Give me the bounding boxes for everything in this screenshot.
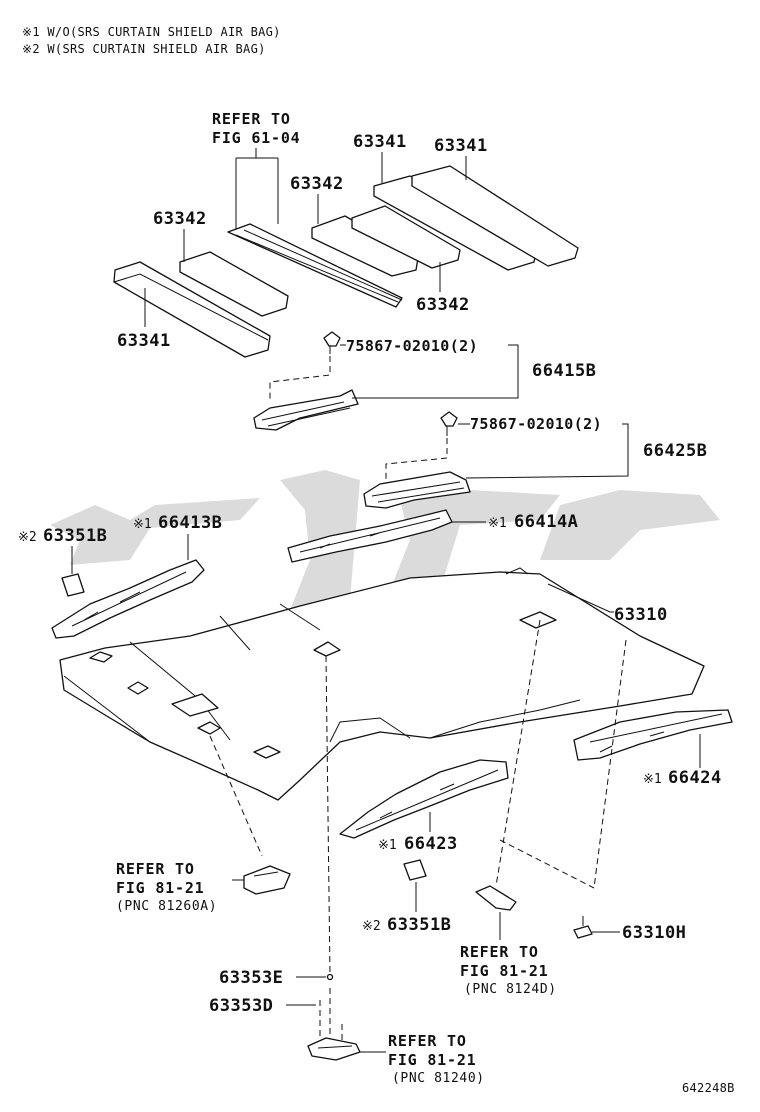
- roof-rail-strip: [227, 223, 403, 308]
- ref-mid-line3: (PNC 8124D): [464, 982, 557, 997]
- note-1: ※1 W/O(SRS CURTAIN SHIELD AIR BAG): [22, 25, 281, 39]
- headliner-63310: [59, 567, 705, 801]
- bracket-66423: [339, 759, 509, 839]
- clip-63310h: [573, 916, 593, 939]
- label-63353e: 63353E: [219, 968, 283, 988]
- label-66414a: 66414A: [514, 512, 578, 532]
- ref-mid-line1: REFER TO: [460, 943, 539, 961]
- label-clip-b: 75867-02010(2): [470, 415, 602, 433]
- silencer-pad-63342-mid: [311, 215, 419, 277]
- label-63342-b: 63342: [153, 209, 207, 229]
- leader-66415b: [352, 344, 519, 399]
- label-63351b-a: 63351B: [43, 526, 107, 546]
- label-66425b: 66425B: [643, 441, 707, 461]
- label-63342-a: 63342: [290, 174, 344, 194]
- leader-63310: [547, 583, 614, 613]
- label-66424-mark: ※1: [643, 772, 662, 787]
- label-63353d: 63353D: [209, 996, 273, 1016]
- ref-left-line1: REFER TO: [116, 860, 195, 878]
- dash-clip-b: [385, 438, 448, 480]
- dash-clip-a: [269, 356, 331, 400]
- ref-bottom-line2: FIG 81-21: [388, 1051, 476, 1069]
- dome-lamp-left: [243, 865, 291, 895]
- label-63341-a: 63341: [353, 132, 407, 152]
- note-2: ※2 W(SRS CURTAIN SHIELD AIR BAG): [22, 42, 266, 56]
- bracket-66413b: [51, 559, 205, 639]
- label-66424: 66424: [668, 768, 722, 788]
- label-66413b-mark: ※1: [133, 517, 152, 532]
- leader-66425b: [465, 423, 629, 479]
- label-63341-c: 63341: [117, 331, 171, 351]
- dash-clip-63310h-b: [499, 839, 595, 889]
- label-63310h: 63310H: [622, 923, 686, 943]
- map-lamp-mid: [475, 885, 517, 911]
- label-66414a-mark: ※1: [488, 516, 507, 531]
- silencer-pad-63341-mid: [373, 175, 537, 271]
- bracket-66424: [573, 709, 733, 761]
- ref-left-line2: FIG 81-21: [116, 879, 204, 897]
- ref-left-line3: (PNC 81260A): [116, 899, 217, 914]
- clip-75867-b: [440, 411, 458, 436]
- label-66423-mark: ※1: [378, 838, 397, 853]
- diagram-id: 642248B: [682, 1081, 735, 1095]
- dash-clip-63310h: [593, 639, 627, 889]
- ref-bottom-line1: REFER TO: [388, 1032, 467, 1050]
- label-63351b-b-mark: ※2: [362, 919, 381, 934]
- refer-fig-61-04-line2: FIG 61-04: [212, 129, 300, 147]
- ref-bottom-line3: (PNC 81240): [392, 1071, 485, 1086]
- dash-lamp-left: [209, 735, 263, 857]
- ref-mid-line2: FIG 81-21: [460, 962, 548, 980]
- label-66423: 66423: [404, 834, 458, 854]
- label-66413b: 66413B: [158, 513, 222, 533]
- silencer-pad-63341-right: [411, 165, 579, 267]
- clip-75867-a: [323, 331, 341, 354]
- label-63341-b: 63341: [434, 136, 488, 156]
- label-63342-c: 63342: [416, 295, 470, 315]
- screw-63353e: [326, 973, 334, 981]
- refer-fig-61-04-line1: REFER TO: [212, 110, 291, 128]
- silencer-pad-63341-left: [113, 261, 271, 358]
- leader-refer-top: [235, 148, 279, 232]
- silencer-pad-63342-right: [351, 205, 461, 269]
- dash-center-lamp: [325, 655, 331, 976]
- bracket-66415b: [253, 389, 359, 431]
- label-63310: 63310: [614, 605, 668, 625]
- pad-63351b-lower: [403, 859, 427, 881]
- label-63351b-a-mark: ※2: [18, 530, 37, 545]
- label-66415b: 66415B: [532, 361, 596, 381]
- room-lamp-bottom: [307, 1037, 361, 1061]
- label-clip-a: 75867-02010(2): [346, 337, 478, 355]
- silencer-pad-63342-left: [179, 251, 289, 317]
- label-63351b-b: 63351B: [387, 915, 451, 935]
- bracket-66425b: [363, 471, 471, 509]
- pad-63351b-upper: [61, 573, 85, 597]
- dash-bottom-lamp: [319, 988, 343, 1046]
